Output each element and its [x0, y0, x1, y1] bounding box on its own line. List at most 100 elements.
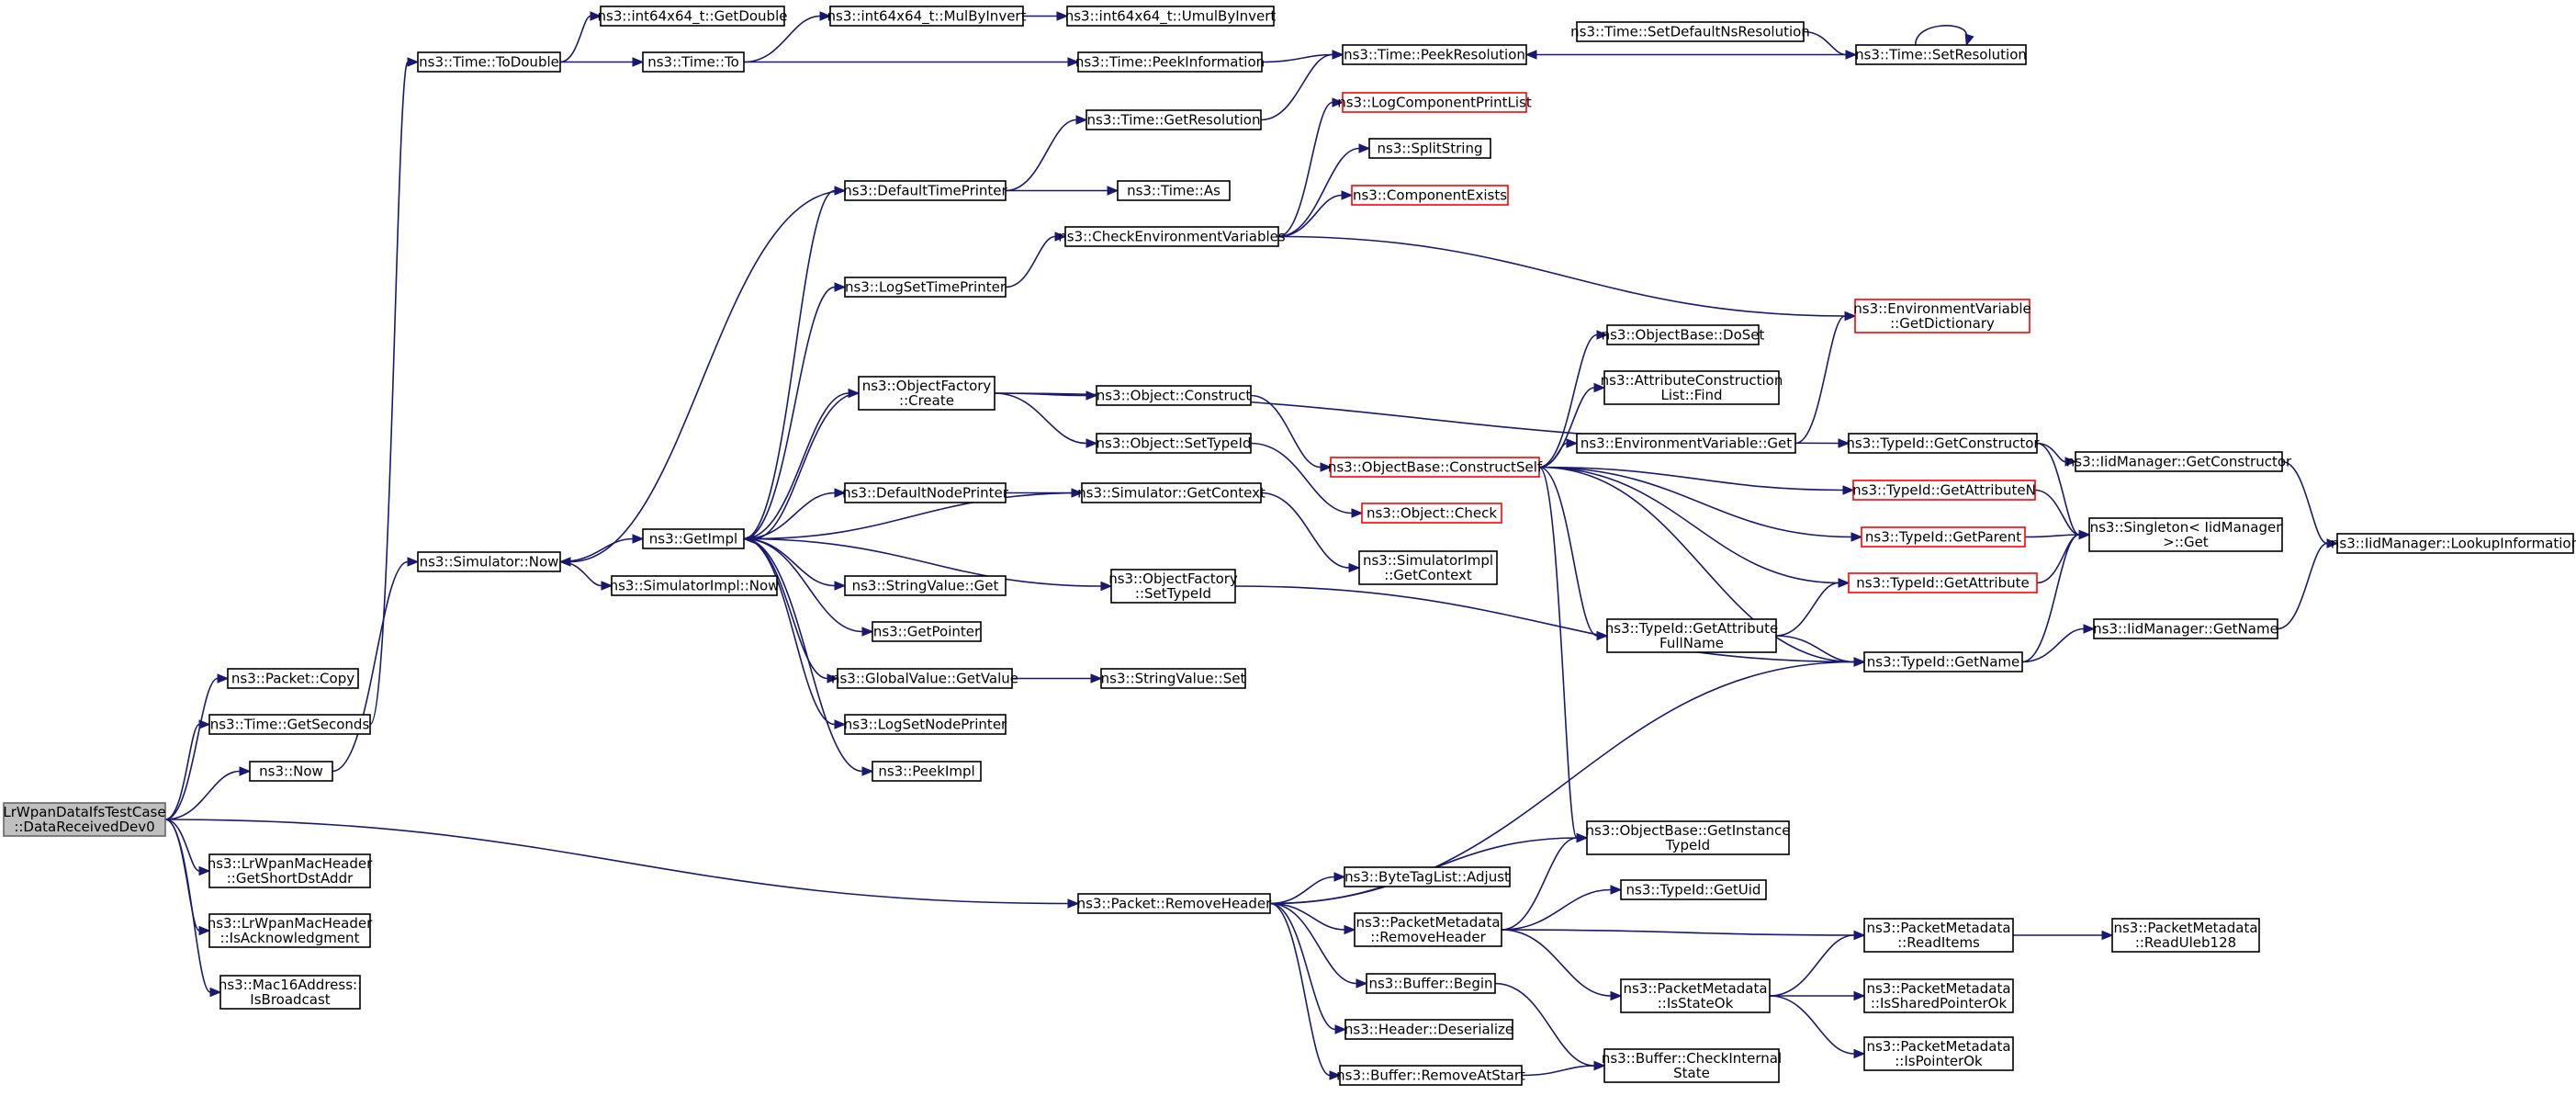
- node-buffer-removeatstart[interactable]: ns3::Buffer::RemoveAtStart: [1336, 1065, 1525, 1086]
- node-getpointer[interactable]: ns3::GetPointer: [872, 621, 982, 642]
- edge-arrowhead: [1075, 115, 1088, 125]
- node-checkenvvars[interactable]: ns3::CheckEnvironmentVariables: [1058, 226, 1286, 247]
- node-globalvalue-getvalue[interactable]: ns3::GlobalValue::GetValue: [831, 668, 1018, 689]
- node-singleton-get[interactable]: ns3::Singleton< IidManager >::Get: [2088, 517, 2283, 552]
- edge-arrowhead: [1351, 508, 1364, 518]
- node-defaultnodeprinter[interactable]: ns3::DefaultNodePrinter: [842, 482, 1009, 503]
- node-label: ns3::StringValue::Set: [1101, 671, 1246, 687]
- node-getdouble[interactable]: ns3::int64x64_t::GetDouble: [598, 6, 788, 27]
- edge-iidmanager-getname-to-lookupinformation: [2277, 538, 2339, 630]
- node-isbroadcast[interactable]: ns3::Mac16Address::IsBroadcast: [219, 975, 362, 1010]
- node-peekresolution[interactable]: ns3::Time::PeekResolution: [1342, 44, 1527, 65]
- node-defaulttimeprinter[interactable]: ns3::DefaultTimePrinter: [843, 180, 1008, 201]
- node-simulator-now[interactable]: ns3::Simulator::Now: [417, 551, 561, 572]
- node-peekimpl[interactable]: ns3::PeekImpl: [872, 761, 982, 782]
- edge-arrowhead: [1844, 311, 1857, 322]
- node-splitstring[interactable]: ns3::SplitString: [1368, 138, 1491, 159]
- node-objectfactory-create[interactable]: ns3::ObjectFactory::Create: [858, 376, 996, 411]
- node-box: [2088, 517, 2283, 552]
- node-pktmeta-removeheader[interactable]: ns3::PacketMetadata::RemoveHeader: [1354, 912, 1502, 947]
- node-typeid-getname[interactable]: ns3::TypeId::GetName: [1863, 651, 2023, 672]
- node-object-settypeid[interactable]: ns3::Object::SetTypeId: [1096, 433, 1252, 454]
- edge-constructself-to-typeid-getattributen: [1538, 466, 1855, 495]
- node-envvar-get[interactable]: ns3::EnvironmentVariable::Get: [1576, 433, 1796, 454]
- node-getresolution[interactable]: ns3::Time::GetResolution: [1086, 109, 1262, 130]
- node-packet-copy[interactable]: ns3::Packet::Copy: [227, 668, 359, 689]
- node-stringvalue-set[interactable]: ns3::StringValue::Set: [1100, 668, 1246, 689]
- node-simulatorimpl-getcontext[interactable]: ns3::SimulatorImpl::GetContext: [1358, 550, 1498, 585]
- node-box: [1086, 109, 1262, 130]
- node-peekinformation[interactable]: ns3::Time::PeekInformation: [1075, 51, 1265, 73]
- node-time-todouble[interactable]: ns3::Time::ToDouble: [417, 51, 561, 73]
- node-pktmeta-isstateok[interactable]: ns3::PacketMetadata::IsStateOk: [1620, 978, 1771, 1013]
- edge-getimpl-to-objectfactory-create: [743, 388, 861, 540]
- node-object-check[interactable]: ns3::Object::Check: [1361, 503, 1502, 524]
- node-label: ns3::PacketMetadata: [1866, 920, 2010, 936]
- node-iidmanager-getconstructor[interactable]: ns3::IidManager::GetConstructor: [2066, 451, 2292, 472]
- node-objectfactory-settypeid[interactable]: ns3::ObjectFactory::SetTypeId: [1108, 569, 1238, 604]
- node-stringvalue-get[interactable]: ns3::StringValue::Get: [844, 575, 1007, 596]
- node-time-getseconds[interactable]: ns3::Time::GetSeconds: [208, 714, 371, 735]
- node-label: ns3::TypeId::GetAttributeN: [1852, 482, 2036, 499]
- node-envvar-getdict[interactable]: ns3::EnvironmentVariable::GetDictionary: [1853, 299, 2031, 333]
- node-componentexists[interactable]: ns3::ComponentExists: [1351, 185, 1509, 206]
- node-umulbyinvert[interactable]: ns3::int64x64_t::UmulByInvert: [1065, 6, 1277, 27]
- node-simulator-getcontext[interactable]: ns3::Simulator::GetContext: [1077, 482, 1266, 503]
- edge-arrowhead: [1329, 1070, 1342, 1080]
- node-bytetaglist-adjust[interactable]: ns3::ByteTagList::Adjust: [1344, 866, 1511, 887]
- node-label: ::ReadUleb128: [2135, 934, 2236, 951]
- node-pktmeta-issharedpointerok[interactable]: ns3::PacketMetadata::IsSharedPointerOk: [1863, 978, 2014, 1013]
- edge-root-to-isbroadcast: [164, 819, 222, 998]
- node-pktmeta-readuleb128[interactable]: ns3::PacketMetadata::ReadUleb128: [2111, 918, 2260, 953]
- node-object-construct[interactable]: ns3::Object::Construct: [1096, 385, 1252, 406]
- node-label: ns3::TypeId::GetAttribute: [1856, 575, 2029, 592]
- node-box: [1848, 433, 2038, 454]
- node-time-to[interactable]: ns3::Time::To: [642, 51, 745, 73]
- node-typeid-getattributen[interactable]: ns3::TypeId::GetAttributeN: [1852, 480, 2036, 501]
- node-typeid-getconstructor[interactable]: ns3::TypeId::GetConstructor: [1846, 433, 2040, 454]
- node-setdefaultnsresolution[interactable]: ns3::Time::SetDefaultNsResolution: [1570, 21, 1810, 42]
- node-mulbyinvert[interactable]: ns3::int64x64_t::MulByInvert: [827, 6, 1027, 27]
- node-logcomponentprintlist[interactable]: ns3::LogComponentPrintList: [1337, 92, 1532, 113]
- edge-line: [1794, 315, 1846, 445]
- node-getshortdstaddr[interactable]: ns3::LrWpanMacHeader::GetShortDstAddr: [208, 853, 373, 888]
- node-simulatorimpl-now[interactable]: ns3::SimulatorImpl::Now: [610, 575, 780, 596]
- node-label: ns3::Header::Deserialize: [1344, 1022, 1513, 1038]
- node-ns3-now[interactable]: ns3::Now: [249, 761, 333, 782]
- node-logsettimeprinter[interactable]: ns3::LogSetTimePrinter: [844, 277, 1007, 298]
- node-label: ns3::Singleton< IidManager: [2090, 519, 2283, 536]
- edge-arrowhead: [1067, 57, 1080, 67]
- node-packet-removeheader[interactable]: ns3::Packet::RemoveHeader: [1077, 893, 1272, 914]
- node-time-as[interactable]: ns3::Time::As: [1117, 180, 1231, 201]
- node-box: [1077, 51, 1263, 73]
- node-typeid-getuid[interactable]: ns3::TypeId::GetUid: [1620, 879, 1767, 900]
- node-typeid-getparent[interactable]: ns3::TypeId::GetParent: [1861, 526, 2026, 548]
- node-label: List::Find: [1660, 387, 1722, 403]
- node-root[interactable]: LrWpanDataIfsTestCase::DataReceivedDev0: [3, 802, 166, 837]
- node-box: [1077, 893, 1271, 914]
- edge-line: [743, 15, 821, 63]
- edge-line: [1260, 492, 1350, 569]
- node-logsetnodeprinter[interactable]: ns3::LogSetNodePrinter: [844, 714, 1007, 735]
- node-isacknowledgment[interactable]: ns3::LrWpanMacHeader::IsAcknowledgment: [208, 913, 373, 948]
- node-box: [1368, 138, 1491, 159]
- node-getimpl[interactable]: ns3::GetImpl: [642, 528, 745, 549]
- node-pktmeta-readitems[interactable]: ns3::PacketMetadata::ReadItems: [1863, 918, 2014, 953]
- node-objectbase-doset[interactable]: ns3::ObjectBase::DoSet: [1602, 324, 1765, 345]
- node-label: ns3::PeekImpl: [878, 763, 974, 780]
- node-buffer-begin[interactable]: ns3::Buffer::Begin: [1366, 973, 1496, 994]
- node-header-deserialize[interactable]: ns3::Header::Deserialize: [1344, 1019, 1513, 1040]
- node-constructself[interactable]: ns3::ObjectBase::ConstructSelf: [1328, 457, 1543, 478]
- node-lookupinformation[interactable]: ns3::IidManager::LookupInformation: [2331, 533, 2576, 554]
- node-pktmeta-ispointerok[interactable]: ns3::PacketMetadata::IsPointerOk: [1863, 1036, 2014, 1071]
- node-typeid-getattribute[interactable]: ns3::TypeId::GetAttribute: [1848, 572, 2038, 593]
- node-setresolution[interactable]: ns3::Time::SetResolution: [1855, 44, 2027, 65]
- node-box: [844, 180, 1007, 201]
- edge-line: [753, 392, 860, 540]
- node-iidmanager-getname[interactable]: ns3::IidManager::GetName: [2093, 618, 2278, 639]
- nodes-layer: LrWpanDataIfsTestCase::DataReceivedDev0n…: [3, 6, 2576, 1086]
